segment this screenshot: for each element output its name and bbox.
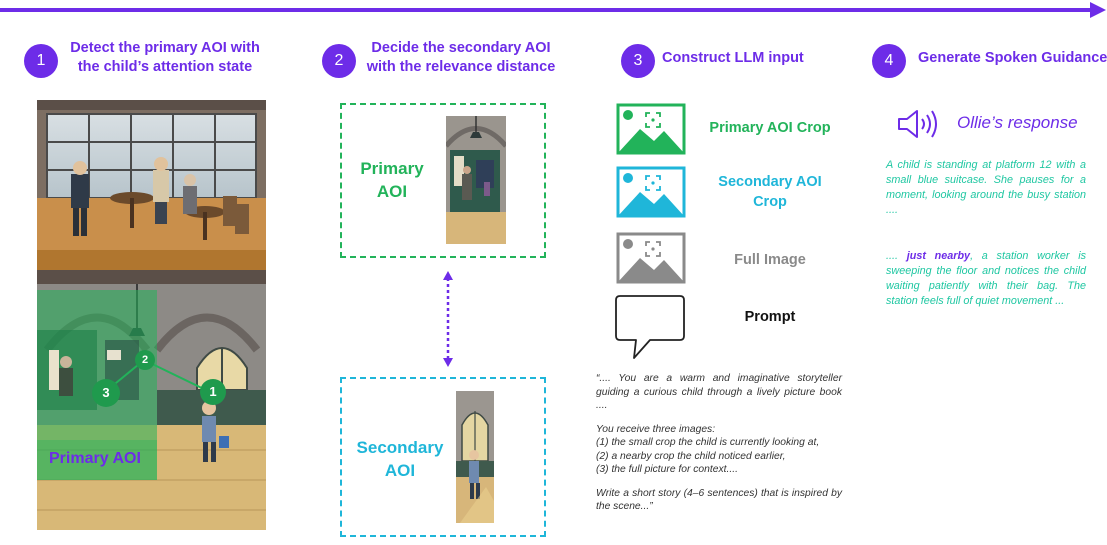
prompt-paragraph-2: You receive three images: (1) the small … (596, 423, 842, 477)
relevance-distance-arrow (443, 271, 453, 367)
input-primary-crop-label: Primary AOI Crop (709, 120, 831, 136)
step-2-title-line2: with the relevance distance (366, 59, 556, 75)
secondary-aoi-box-label: Secondary AOI (350, 436, 450, 482)
step-4-badge: 4 (872, 44, 906, 78)
speech-bubble-icon (615, 295, 685, 359)
secondary-aoi-box (340, 377, 546, 537)
primary-aoi-crop-image (446, 116, 506, 244)
input-secondary-crop-label-line1: Secondary AOI (718, 174, 822, 190)
step-2-title: Decide the secondary AOI with the releva… (356, 39, 566, 77)
response-2-rest: , a station worker is sweeping the floor… (886, 250, 1087, 307)
prompt-text: “.... You are a warm and imaginative sto… (596, 372, 842, 524)
response-paragraph-1: A child is standing at platform 12 with … (886, 159, 1086, 216)
secondary-aoi-box-label-line2: AOI (384, 461, 416, 480)
full-scene-image: 1 2 3 Primary AOI (37, 100, 266, 530)
input-secondary-crop-label: Secondary AOI Crop (700, 172, 840, 212)
primary-aoi-box-label: Primary AOI (352, 157, 432, 203)
image-icon (616, 103, 686, 155)
step-3-title: Construct LLM input (662, 49, 822, 68)
response-2-emphasis: just nearby (906, 250, 971, 262)
primary-aoi-label: Primary AOI (49, 450, 141, 467)
secondary-aoi-crop-image (456, 391, 494, 523)
prompt-images-intro: You receive three images: (596, 423, 716, 435)
step-1-title-line2: the child’s attention state (77, 59, 253, 75)
step-3-badge: 3 (621, 44, 655, 78)
response-paragraph-2: .... just nearby, a station worker is sw… (886, 249, 1086, 309)
attention-marker-1: 1 (200, 379, 226, 405)
primary-aoi-box-label-line2: AOI (376, 182, 408, 201)
image-icon (616, 166, 686, 218)
step-1-title: Detect the primary AOI with the child’s … (60, 39, 270, 77)
prompt-image-3: (3) the full picture for context.... (596, 464, 738, 475)
step-4-title: Generate Spoken Guidance (918, 49, 1107, 68)
response-title: Ollie’s response (957, 113, 1078, 132)
step-2-badge: 2 (322, 44, 356, 78)
image-icon (616, 232, 686, 284)
step-1-title-line1: Detect the primary AOI with (70, 40, 260, 56)
prompt-image-1: (1) the small crop the child is currentl… (596, 437, 820, 448)
prompt-image-2: (2) a nearby crop the child noticed earl… (596, 450, 786, 462)
primary-aoi-box (340, 103, 546, 258)
attention-marker-2: 2 (135, 350, 155, 370)
step-1-badge: 1 (24, 44, 58, 78)
input-full-image-label: Full Image (734, 252, 806, 268)
speaker-icon (898, 110, 937, 138)
input-prompt-label: Prompt (744, 309, 796, 325)
prompt-paragraph-3: Write a short story (4–6 sentences) that… (596, 487, 842, 513)
input-secondary-crop-label-line2: Crop (753, 194, 787, 210)
step-2-title-line1: Decide the secondary AOI (371, 40, 551, 56)
step-3-title-line1: Construct LLM input (662, 50, 804, 66)
secondary-aoi-box-label-line1: Secondary (356, 438, 444, 457)
timeline-arrow (0, 2, 1106, 18)
prompt-paragraph-1: “.... You are a warm and imaginative sto… (596, 373, 842, 411)
attention-marker-3: 3 (92, 379, 120, 407)
primary-aoi-box-label-line1: Primary (360, 159, 424, 178)
step-4-title-line1: Generate Spoken Guidance (918, 50, 1107, 66)
response-2-prefix: .... (886, 250, 898, 262)
